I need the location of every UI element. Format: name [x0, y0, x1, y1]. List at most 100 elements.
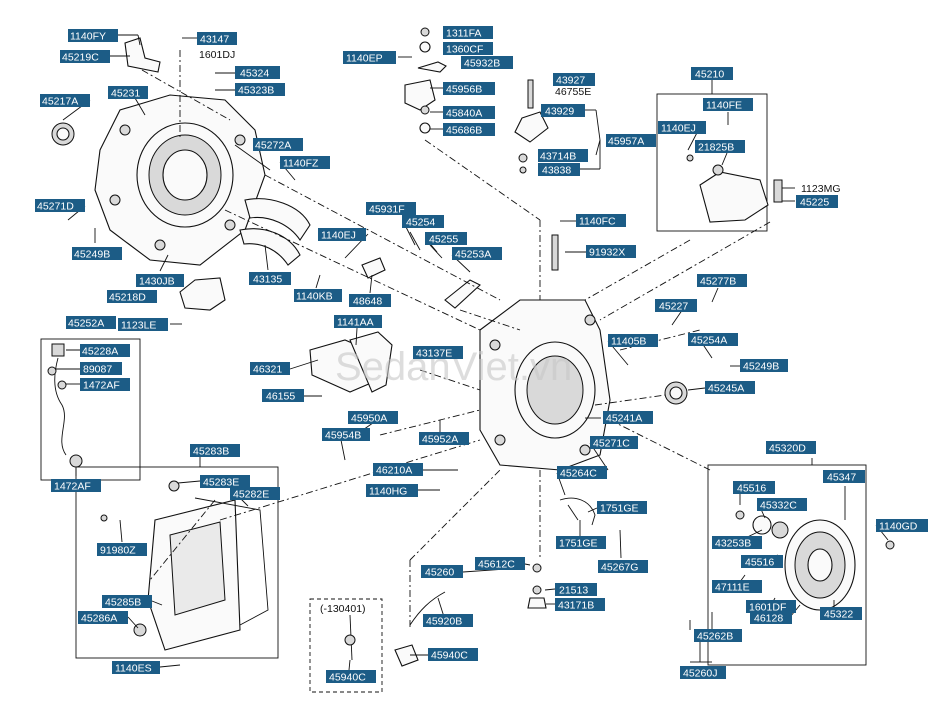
part-label-1601DF[interactable]: 1601DF [746, 600, 796, 614]
svg-text:45612C: 45612C [478, 559, 515, 571]
part-label-45932B[interactable]: 45932B [461, 56, 513, 70]
part-label-1751GE-upper[interactable]: 1751GE [597, 501, 647, 515]
part-label-45282E[interactable]: 45282E [230, 487, 280, 501]
part-label-45260[interactable]: 45260 [421, 565, 463, 579]
part-label-45931F[interactable]: 45931F [366, 202, 416, 216]
part-label-46128[interactable]: 46128 [750, 611, 792, 625]
part-label-45920B[interactable]: 45920B [423, 614, 473, 628]
part-label-1140FE[interactable]: 1140FE [703, 98, 753, 112]
part-label-43253B[interactable]: 43253B [712, 536, 762, 550]
part-label-45225[interactable]: 45225 [796, 195, 838, 209]
part-label-43171B[interactable]: 43171B [555, 598, 605, 612]
part-label-1311FA[interactable]: 1311FA [443, 26, 493, 40]
part-label-43929[interactable]: 43929 [541, 104, 585, 118]
part-label-21825B[interactable]: 21825B [695, 140, 745, 154]
part-label-46155[interactable]: 46155 [262, 389, 304, 403]
part-label-1140HG[interactable]: 1140HG [366, 484, 418, 498]
part-label-1140ES[interactable]: 1140ES [112, 661, 160, 675]
part-label-43714B[interactable]: 43714B [538, 149, 588, 163]
part-label-45283B[interactable]: 45283B [190, 444, 240, 458]
part-label-45285B[interactable]: 45285B [102, 595, 152, 609]
part-label-45324[interactable]: 45324 [235, 66, 280, 80]
part-label-45254[interactable]: 45254 [402, 215, 444, 229]
part-label-1140FY[interactable]: 1140FY [68, 29, 118, 43]
part-label-45249B-left[interactable]: 45249B [72, 247, 122, 261]
part-label-91932X[interactable]: 91932X [586, 245, 636, 259]
part-label-91980Z[interactable]: 91980Z [97, 543, 147, 557]
part-label-45267G[interactable]: 45267G [598, 560, 648, 574]
part-label-45686B[interactable]: 45686B [443, 123, 495, 137]
part-label-45322[interactable]: 45322 [820, 607, 862, 621]
part-label-45241A[interactable]: 45241A [603, 411, 653, 425]
part-label-45612C[interactable]: 45612C [475, 557, 525, 571]
part-label-43838[interactable]: 43838 [538, 163, 580, 177]
svg-text:45324: 45324 [240, 68, 269, 80]
part-label-89087[interactable]: 89087 [80, 362, 122, 376]
part-label-45249B-right[interactable]: 45249B [740, 359, 788, 373]
part-label-45271D[interactable]: 45271D [35, 199, 85, 213]
part-label-43927[interactable]: 43927 [553, 73, 595, 87]
part-label-45952A[interactable]: 45952A [419, 432, 469, 446]
part-label-46210A[interactable]: 46210A [373, 463, 423, 477]
inset-box-45252A [40, 338, 141, 481]
part-label-45219C[interactable]: 45219C [60, 50, 110, 64]
part-label-11405B[interactable]: 11405B [608, 334, 658, 348]
part-label-45253A[interactable]: 45253A [452, 247, 502, 261]
part-label-1140FC[interactable]: 1140FC [576, 214, 626, 228]
part-label-45323B[interactable]: 45323B [235, 83, 285, 97]
part-label-45260J[interactable]: 45260J [680, 666, 726, 680]
part-label-1140GD[interactable]: 1140GD [876, 519, 928, 533]
part-label-1123LE[interactable]: 1123LE [118, 318, 168, 332]
part-label-1141AA[interactable]: 1141AA [334, 315, 382, 329]
part-label-45940C-box[interactable]: 45940C [326, 670, 376, 684]
part-label-1140EP[interactable]: 1140EP [343, 51, 396, 65]
part-label-1360CF[interactable]: 1360CF [443, 42, 493, 56]
part-label-45516-upper[interactable]: 45516 [733, 481, 775, 495]
part-label-45217A[interactable]: 45217A [40, 94, 90, 108]
part-label-46321[interactable]: 46321 [250, 362, 290, 376]
part-label-45254A[interactable]: 45254A [688, 333, 738, 347]
part-label-45271C[interactable]: 45271C [590, 436, 638, 450]
part-label-45954B[interactable]: 45954B [322, 428, 370, 442]
part-label-45320D[interactable]: 45320D [766, 441, 816, 455]
part-label-45264C[interactable]: 45264C [557, 466, 607, 480]
part-label-45231[interactable]: 45231 [108, 86, 148, 100]
part-label-45286A[interactable]: 45286A [78, 611, 128, 625]
part-label-45252A[interactable]: 45252A [66, 316, 116, 330]
part-label-48648[interactable]: 48648 [349, 294, 391, 308]
part-label-45516-lower[interactable]: 45516 [741, 555, 783, 569]
part-label-1430JB[interactable]: 1430JB [136, 274, 184, 288]
part-label-45255[interactable]: 45255 [425, 232, 467, 246]
part-label-43147[interactable]: 43147 [197, 32, 237, 46]
part-label-45277B[interactable]: 45277B [697, 274, 747, 288]
part-label-45283E[interactable]: 45283E [200, 475, 250, 489]
part-label-1472AF-bottom[interactable]: 1472AF [51, 479, 101, 493]
part-label-45245A[interactable]: 45245A [705, 381, 755, 395]
part-label-45210[interactable]: 45210 [691, 67, 733, 81]
svg-text:45219C: 45219C [62, 52, 99, 64]
svg-text:91980Z: 91980Z [100, 545, 136, 557]
part-label-1472AF-top[interactable]: 1472AF [80, 378, 130, 392]
part-label-45957A[interactable]: 45957A [606, 134, 656, 148]
part-label-1140KB[interactable]: 1140KB [294, 289, 342, 303]
part-label-45227[interactable]: 45227 [655, 299, 697, 313]
part-label-45218D[interactable]: 45218D [107, 290, 157, 304]
part-label-47111E[interactable]: 47111E [712, 580, 762, 594]
part-label-21513[interactable]: 21513 [555, 583, 597, 597]
part-label-45272A[interactable]: 45272A [253, 138, 303, 152]
part-label-43137E[interactable]: 43137E [413, 346, 463, 360]
part-label-43135[interactable]: 43135 [249, 272, 291, 286]
part-label-45332C[interactable]: 45332C [757, 498, 807, 512]
part-label-45956B[interactable]: 45956B [443, 82, 495, 96]
part-label-1751GE-lower[interactable]: 1751GE [556, 536, 606, 550]
part-label-45262B[interactable]: 45262B [694, 629, 742, 643]
part-label-1140EJ-mid[interactable]: 1140EJ [318, 228, 366, 242]
part-label-45840A[interactable]: 45840A [443, 106, 495, 120]
part-label-1140FZ[interactable]: 1140FZ [280, 156, 330, 170]
part-label-1140EJ-right[interactable]: 1140EJ [658, 121, 706, 135]
svg-text:45262B: 45262B [697, 631, 733, 643]
part-label-45940C-right[interactable]: 45940C [428, 648, 478, 662]
part-label-45228A[interactable]: 45228A [80, 344, 130, 358]
part-label-45347[interactable]: 45347 [823, 470, 865, 484]
part-label-45950A[interactable]: 45950A [348, 411, 398, 425]
